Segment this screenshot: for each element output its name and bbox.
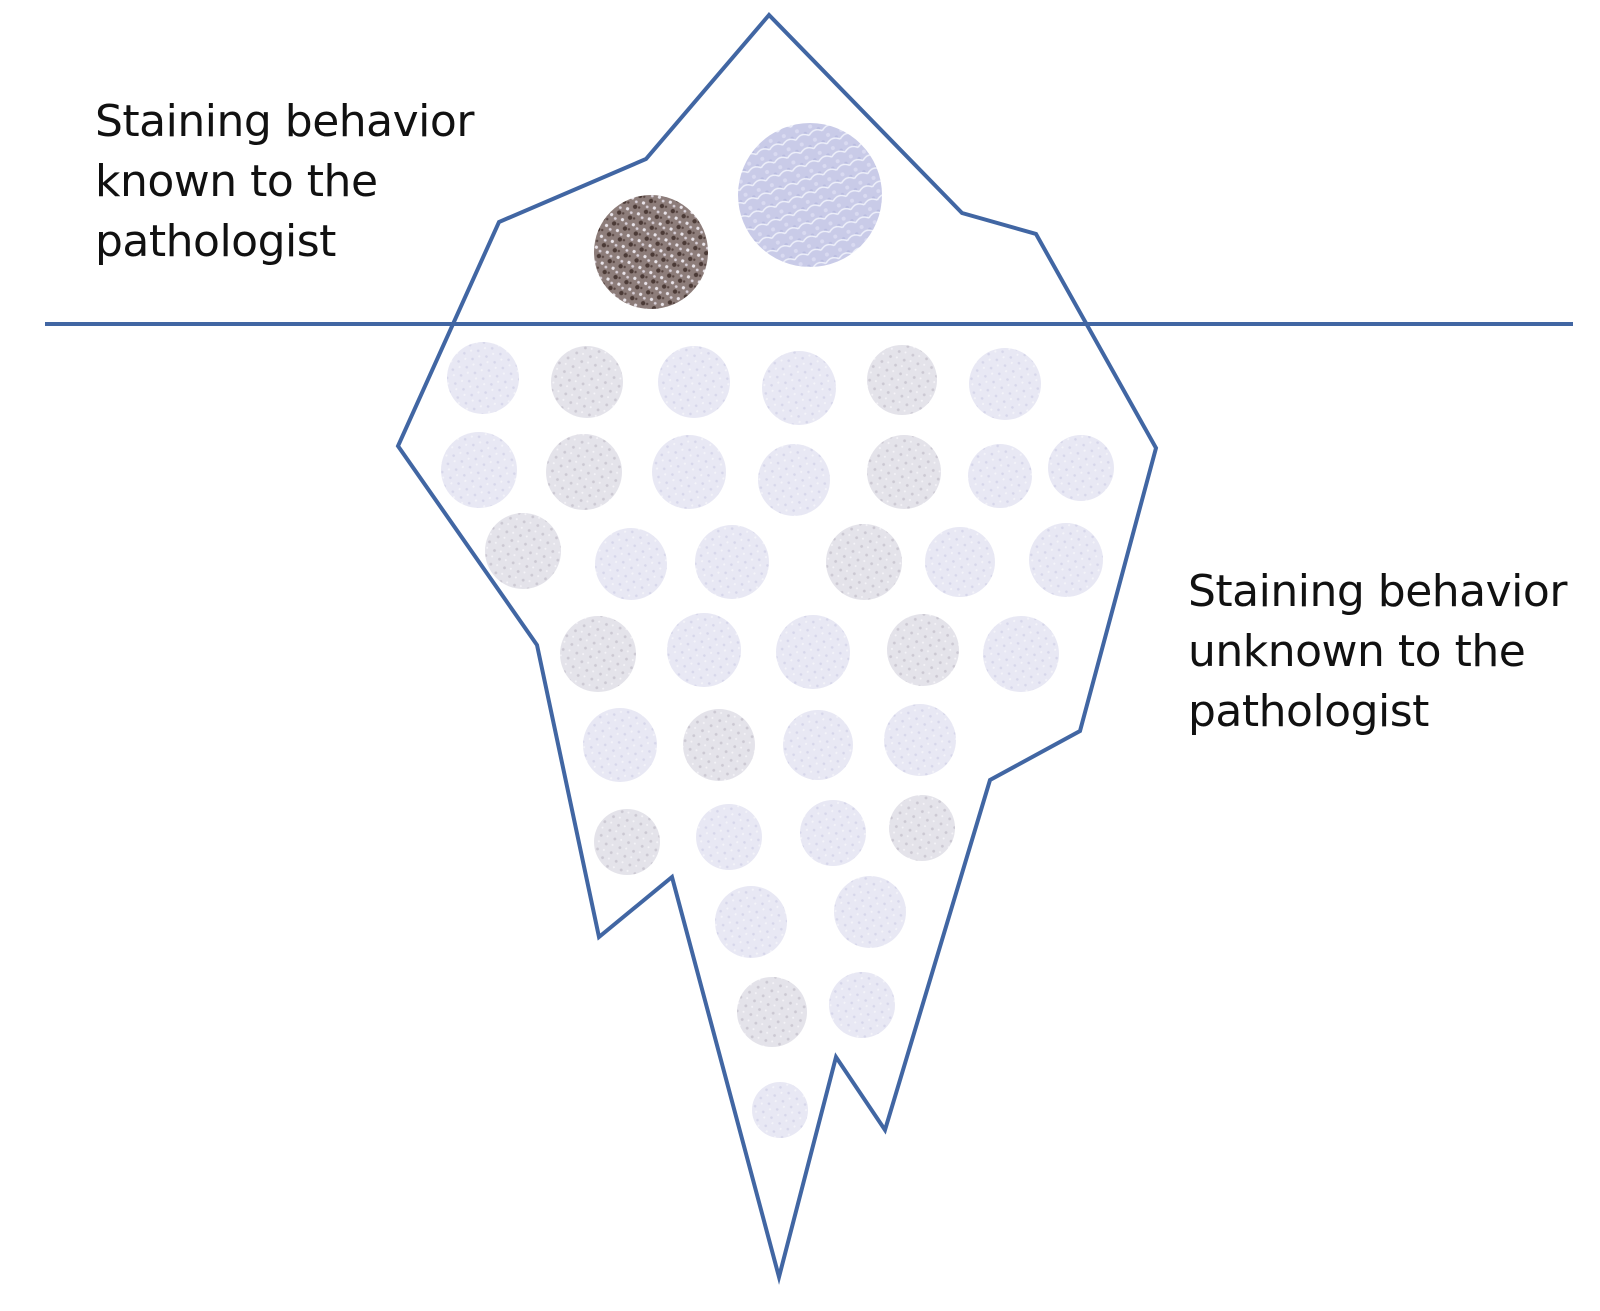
- faded-tissue-core: [925, 527, 995, 597]
- hidden-tissue-cores: [441, 342, 1114, 1138]
- faded-tissue-core: [1029, 523, 1103, 597]
- faded-tissue-core: [752, 1082, 808, 1138]
- known-label-line-2: known to the: [95, 156, 378, 207]
- unknown-label-line-2: unknown to the: [1188, 626, 1526, 677]
- faded-tissue-core: [826, 524, 902, 600]
- faded-tissue-core: [551, 346, 623, 418]
- faded-tissue-core: [776, 615, 850, 689]
- faded-tissue-core: [1048, 435, 1114, 501]
- faded-tissue-core: [758, 444, 830, 516]
- faded-tissue-core: [683, 709, 755, 781]
- faded-tissue-core: [800, 800, 866, 866]
- faded-tissue-core: [889, 795, 955, 861]
- faded-tissue-core: [695, 525, 769, 599]
- faded-tissue-core: [783, 710, 853, 780]
- faded-tissue-core: [834, 876, 906, 948]
- faded-tissue-core: [696, 804, 762, 870]
- faded-tissue-core: [667, 613, 741, 687]
- faded-tissue-core: [715, 886, 787, 958]
- faded-tissue-core: [447, 342, 519, 414]
- faded-tissue-core: [658, 346, 730, 418]
- visible-tissue-cores: [594, 123, 882, 309]
- faded-tissue-core: [652, 435, 726, 509]
- light-stained-core: [738, 123, 882, 267]
- faded-tissue-core: [887, 614, 959, 686]
- dark-stained-core: [594, 195, 708, 309]
- faded-tissue-core: [441, 432, 517, 508]
- faded-tissue-core: [829, 972, 895, 1038]
- faded-tissue-core: [485, 513, 561, 589]
- faded-tissue-core: [762, 351, 836, 425]
- unknown-staining-label: Staining behavior unknown to the patholo…: [1188, 562, 1567, 742]
- unknown-label-line-1: Staining behavior: [1188, 566, 1567, 617]
- known-staining-label: Staining behavior known to the pathologi…: [95, 92, 474, 272]
- faded-tissue-core: [884, 704, 956, 776]
- faded-tissue-core: [594, 809, 660, 875]
- known-label-line-1: Staining behavior: [95, 96, 474, 147]
- unknown-label-line-3: pathologist: [1188, 686, 1429, 737]
- faded-tissue-core: [595, 528, 667, 600]
- faded-tissue-core: [737, 977, 807, 1047]
- faded-tissue-core: [583, 708, 657, 782]
- faded-tissue-core: [546, 434, 622, 510]
- known-label-line-3: pathologist: [95, 216, 336, 267]
- faded-tissue-core: [983, 616, 1059, 692]
- faded-tissue-core: [968, 444, 1032, 508]
- faded-tissue-core: [969, 348, 1041, 420]
- iceberg-outline: [395, 12, 1159, 1285]
- faded-tissue-core: [867, 435, 941, 509]
- faded-tissue-core: [867, 345, 937, 415]
- faded-tissue-core: [560, 616, 636, 692]
